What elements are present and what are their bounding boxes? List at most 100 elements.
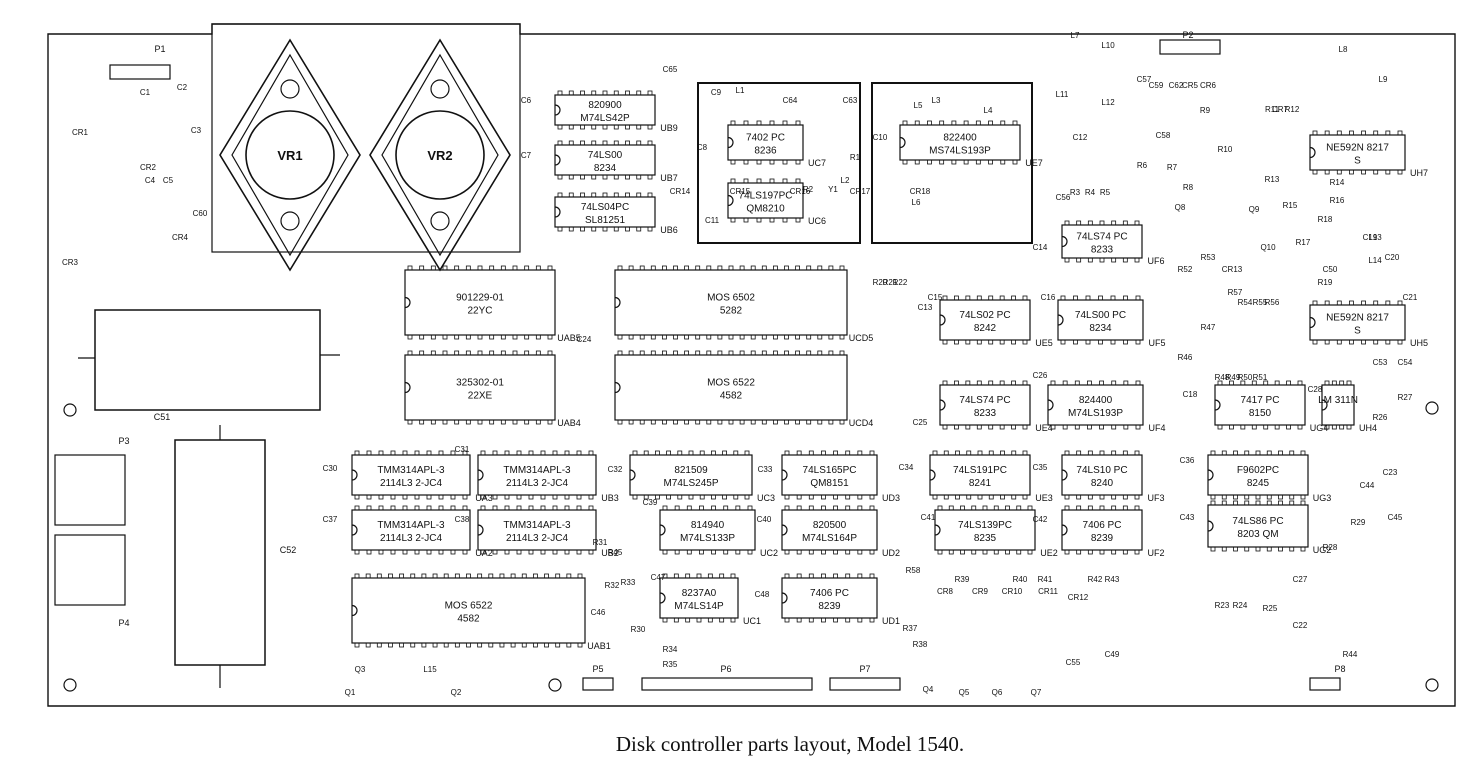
- chip-pin: [839, 334, 845, 340]
- chip-pin: [723, 549, 729, 555]
- chip-ref: UH4: [1359, 423, 1377, 433]
- chip-notch: [351, 524, 358, 536]
- chip-pin: [1274, 424, 1280, 430]
- chip-pin: [1134, 257, 1140, 263]
- chip-pin: [1312, 130, 1318, 136]
- chip-pin: [976, 339, 982, 345]
- chip-pin: [965, 339, 971, 345]
- component-ref: CR6: [1200, 81, 1217, 90]
- chip-pin: [426, 549, 432, 555]
- component-ref: R38: [913, 640, 928, 649]
- chip-ref: UE5: [1035, 338, 1053, 348]
- chip-pin: [477, 350, 483, 356]
- chip-pin: [426, 494, 432, 500]
- component-ref: C5: [163, 176, 174, 185]
- chip-marking-line1: 74LS02 PC: [959, 310, 1010, 321]
- component-ref: C16: [1041, 293, 1056, 302]
- chip-pin: [960, 549, 965, 555]
- chip-marking-line1: NE592N 8217: [1326, 143, 1389, 154]
- component-ref: R18: [1318, 215, 1333, 224]
- chip-ref: UB2: [601, 548, 619, 558]
- chip-pin: [450, 549, 456, 555]
- chip-pin: [650, 350, 656, 356]
- chip-pin: [591, 124, 597, 130]
- chip-pin: [744, 494, 750, 500]
- chip-pin: [492, 505, 498, 511]
- chip-pin: [963, 159, 969, 165]
- chip-pin: [488, 642, 494, 648]
- chip-pin: [1324, 300, 1330, 306]
- connector-ref: P2: [1182, 30, 1193, 40]
- component-ref: C36: [1180, 456, 1195, 465]
- chip-pin: [354, 573, 360, 579]
- chip-pin: [1011, 295, 1016, 301]
- chip-pin: [414, 505, 420, 511]
- chip-body: [727, 124, 804, 161]
- chip-pin: [942, 339, 948, 345]
- chip-pin: [1266, 450, 1272, 456]
- chip-pin: [730, 178, 736, 184]
- chip-ref: UAB5: [557, 333, 581, 343]
- chip-pin: [954, 424, 959, 430]
- chip-pin: [1087, 494, 1093, 500]
- chip-pin: [739, 419, 745, 425]
- chip-notch: [477, 469, 484, 481]
- component-ref: L14: [1368, 256, 1382, 265]
- chip-pin: [557, 226, 563, 232]
- chip-pin: [1286, 380, 1291, 386]
- chip-pin: [512, 265, 518, 271]
- chip-pin: [1000, 159, 1006, 165]
- component-ref: C24: [577, 335, 592, 344]
- chip-body: [477, 454, 597, 496]
- cap-ref: C52: [280, 545, 297, 555]
- component-ref: C45: [1388, 513, 1403, 522]
- chip-pin: [999, 339, 1005, 345]
- chip-marking-line2: SL81251: [585, 215, 625, 226]
- chip-pin: [628, 350, 634, 356]
- chip-pin: [761, 265, 767, 271]
- chip-pin: [695, 350, 701, 356]
- chip-pin: [988, 380, 994, 386]
- chip-pin: [821, 505, 826, 511]
- shield-box-left: [697, 82, 861, 244]
- chip-marking-line2: QM8151: [810, 478, 849, 489]
- chip-pin: [510, 642, 516, 648]
- chip-pin: [1122, 220, 1128, 226]
- component-ref: L11: [1056, 90, 1069, 99]
- component-ref: R35: [663, 660, 678, 669]
- chip-pin: [1244, 450, 1250, 456]
- component-ref: R14: [1330, 178, 1345, 187]
- chip-notch: [554, 154, 561, 166]
- chip-pin: [696, 617, 702, 623]
- chip-pin: [564, 505, 570, 511]
- chip-pin: [524, 334, 530, 340]
- chip-pin: [512, 334, 518, 340]
- chip-pin: [662, 505, 668, 511]
- chip-pin: [535, 334, 541, 340]
- chip-pin: [524, 419, 530, 425]
- chip-pin: [407, 419, 413, 425]
- chip-pin: [728, 350, 734, 356]
- chip-marking-line1: 821509: [674, 465, 708, 476]
- chip-pin: [421, 642, 427, 648]
- component-ref: R41: [1038, 575, 1053, 584]
- chip-marking-line2: 8245: [1247, 478, 1270, 489]
- chip-pin: [717, 265, 723, 271]
- shield-box-right: [871, 82, 1033, 244]
- connector: P1: [109, 44, 171, 80]
- chip-pin: [927, 159, 932, 165]
- component-ref: CR11: [1038, 587, 1058, 596]
- chip-pin: [1099, 549, 1105, 555]
- chip-pin: [773, 265, 778, 271]
- chip-marking-line1: 8237A0: [682, 588, 717, 599]
- component-ref: R2: [803, 185, 814, 194]
- chip-marking-line2: M74LS133P: [680, 533, 735, 544]
- chip-pin: [662, 549, 668, 555]
- chip-pin: [769, 159, 775, 165]
- component-ref: R13: [1265, 175, 1280, 184]
- chip-pin: [1300, 500, 1306, 506]
- chip-pin: [591, 192, 597, 198]
- chip-pin: [390, 505, 396, 511]
